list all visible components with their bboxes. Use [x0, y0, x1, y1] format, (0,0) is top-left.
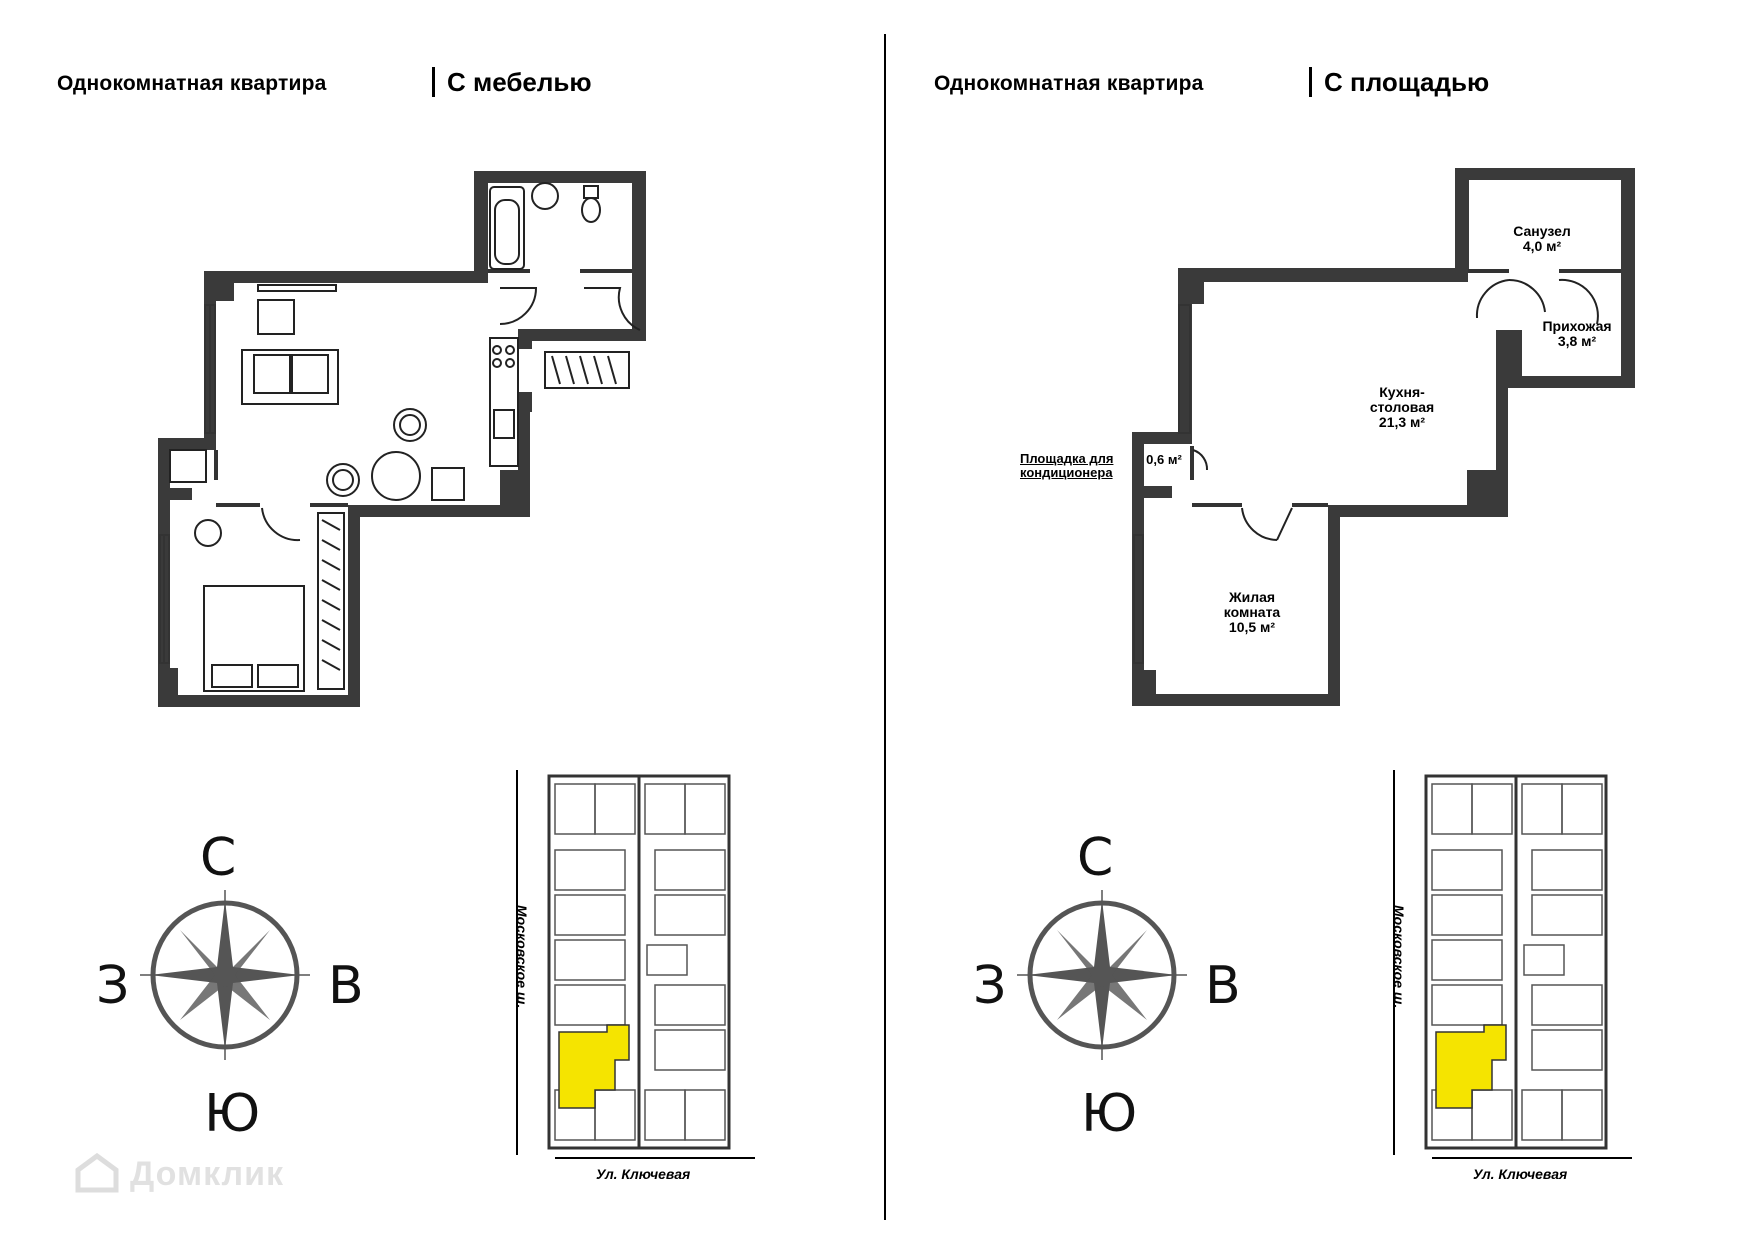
- furnished-plan-panel: Однокомнатная квартира С мебелью: [57, 67, 755, 1193]
- compass-west: З: [973, 956, 1007, 1016]
- room-living: Жилая комната 10,5 м²: [1223, 589, 1281, 635]
- panel-title: Однокомнатная квартира: [934, 72, 1204, 95]
- compass-south: Ю: [1081, 1084, 1138, 1144]
- panel-title: Однокомнатная квартира: [57, 72, 327, 95]
- street-vertical-label: Московское ш.: [514, 905, 530, 1009]
- room-kitchen: Кухня- столовая 21,3 м²: [1369, 384, 1435, 430]
- compass-west: З: [96, 956, 130, 1016]
- street-horizontal-label: Ул. Ключевая: [596, 1166, 691, 1182]
- panel-subtitle: С мебелью: [432, 67, 592, 97]
- area-plan-panel: Однокомнатная квартира С площадью: [877, 0, 1754, 1241]
- compass-rose: [140, 890, 310, 1060]
- furnished-floor-plan: [158, 171, 646, 707]
- watermark: Домклик: [130, 1155, 285, 1193]
- compass-east: В: [1205, 956, 1241, 1016]
- ac-platform-label: Площадка для кондиционера: [1020, 451, 1114, 480]
- street-horizontal-label: Ул. Ключевая: [1473, 1166, 1568, 1182]
- panel-subtitle: С площадью: [1309, 67, 1489, 97]
- area-floor-plan: [1132, 168, 1635, 706]
- building-key-plan: [1393, 770, 1632, 1159]
- panel-divider: [884, 34, 886, 1220]
- room-ac-area: 0,6 м²: [1146, 452, 1182, 467]
- building-key-plan: [516, 770, 755, 1159]
- street-vertical-label: Московское ш.: [1391, 905, 1407, 1009]
- compass-north: С: [1077, 828, 1114, 888]
- compass-south: Ю: [204, 1084, 261, 1144]
- compass-north: С: [200, 828, 237, 888]
- room-bathroom: Санузел 4,0 м²: [1513, 223, 1571, 254]
- domclick-logo-icon: [75, 1152, 119, 1193]
- room-hallway: Прихожая 3,8 м²: [1542, 318, 1612, 349]
- compass-east: В: [328, 956, 364, 1016]
- compass-rose: [1017, 890, 1187, 1060]
